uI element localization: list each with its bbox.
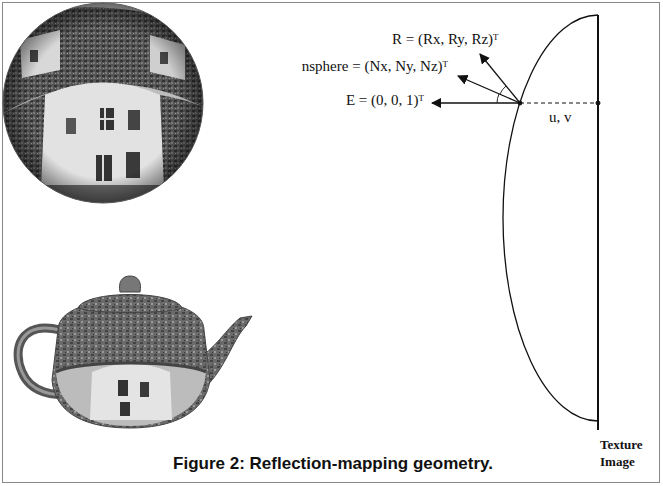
coordinate-label: u, v <box>549 108 572 126</box>
vector-label: R = (Rx, Ry, Rz)ᵀ <box>392 30 499 48</box>
figure-caption: Figure 2: Reflection-mapping geometry. <box>173 454 493 474</box>
teapot-render <box>18 276 252 428</box>
geometry-figure <box>432 15 600 430</box>
plane-label: Texture Image <box>600 436 660 470</box>
vector-label: nsphere = (Nx, Ny, Nz)ᵀ <box>302 57 448 75</box>
sphere-map-photo <box>0 0 210 210</box>
vector-label: E = (0, 0, 1)ᵀ <box>346 91 424 109</box>
